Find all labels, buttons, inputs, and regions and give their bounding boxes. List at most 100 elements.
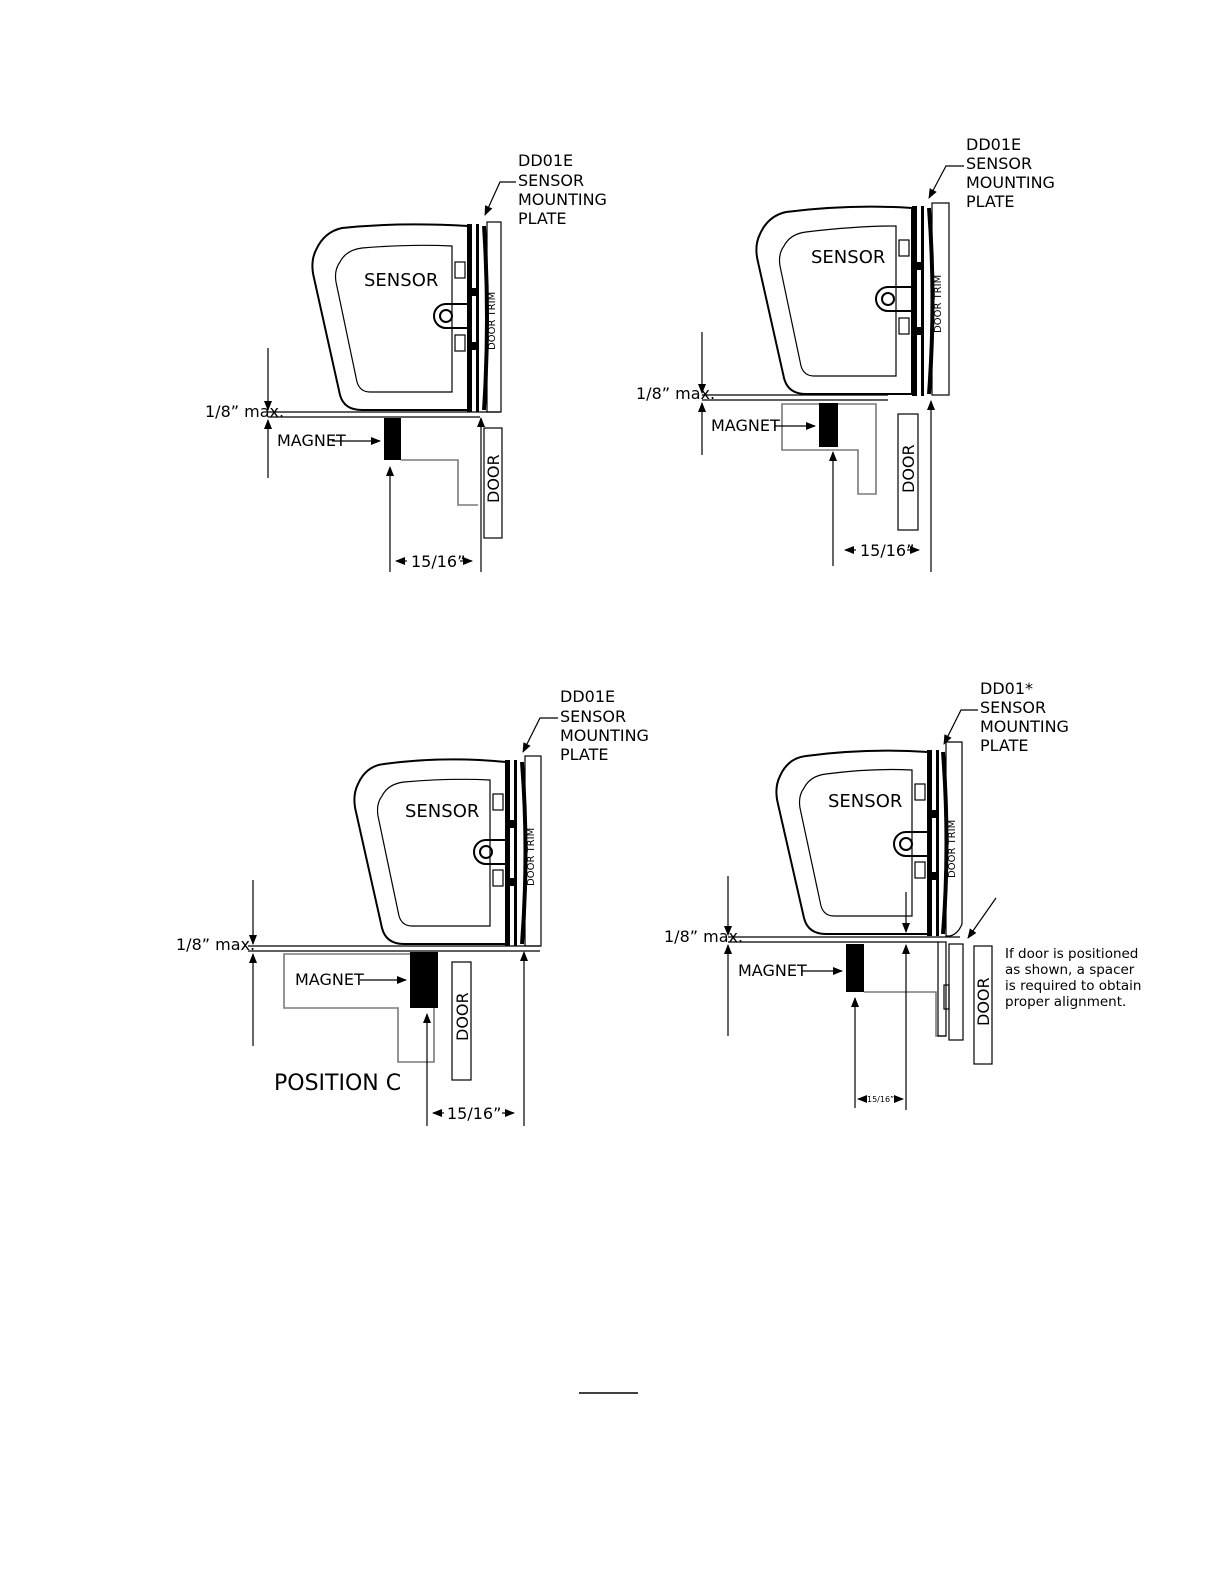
plate-label-line-2: SENSOR xyxy=(966,154,1032,173)
figure-a: DOOR TRIM SENSOR DD01E SENSOR MOUNTING P… xyxy=(205,151,607,572)
mounting-plate-tab xyxy=(916,327,922,335)
door-label: DOOR xyxy=(974,977,993,1026)
door-trim-label: DOOR TRIM xyxy=(933,275,944,333)
plate-leader-arrow xyxy=(484,181,516,216)
note-line-3: is required to obtain xyxy=(1005,978,1141,994)
spacer-callout-arrow xyxy=(967,897,997,939)
figure-b: DOOR TRIM SENSOR DD01E SENSOR MOUNTING P… xyxy=(636,135,1055,572)
magnet xyxy=(410,952,438,1008)
magnet-bracket xyxy=(401,459,478,506)
screw-hole xyxy=(479,845,493,859)
mounting-plate-tab xyxy=(509,878,515,886)
magnet xyxy=(384,418,401,460)
plate-label-line-2: SENSOR xyxy=(518,171,584,190)
sensor-housing-outline xyxy=(775,749,929,935)
plate-label-line-1: DD01E xyxy=(518,151,573,170)
mounting-plate-bar xyxy=(514,760,517,946)
dimension-label: 15/16” xyxy=(860,541,914,560)
sensor-housing-inner xyxy=(334,244,453,393)
magnet-label: MAGNET xyxy=(277,431,346,450)
latch-slot xyxy=(492,869,504,887)
gap-label: 1/8” max. xyxy=(205,402,284,421)
sensor-housing-inner xyxy=(798,768,913,917)
sensor-housing-outline xyxy=(755,205,913,395)
plate-leader-arrow xyxy=(522,717,558,753)
magnet-label: MAGNET xyxy=(711,416,780,435)
plate-label-line-4: PLATE xyxy=(966,192,1015,211)
plate-label-line-1: DD01E xyxy=(966,135,1021,154)
mounting-plate-tab xyxy=(509,820,515,828)
door-trim xyxy=(931,202,950,396)
latch-slot xyxy=(898,317,910,335)
mounting-plate-tab xyxy=(931,872,937,880)
figure-c: DOOR TRIM SENSOR DD01E SENSOR MOUNTING P… xyxy=(176,687,649,1126)
plate-label-line-3: MOUNTING xyxy=(518,190,607,209)
sensor-housing-inner xyxy=(376,778,491,927)
latch-slot xyxy=(492,793,504,811)
sensor-label: SENSOR xyxy=(405,801,479,822)
gap-label: 1/8” max. xyxy=(636,384,715,403)
door xyxy=(897,413,919,531)
note-line-2: as shown, a spacer xyxy=(1005,962,1135,978)
gap-label: 1/8” max. xyxy=(176,935,255,954)
door-label: DOOR xyxy=(453,992,472,1041)
magnet-label: MAGNET xyxy=(738,961,807,980)
latch-slot xyxy=(898,239,910,257)
door-edge xyxy=(937,941,947,1037)
mounting-plate-tab xyxy=(931,810,937,818)
screw-boss xyxy=(875,286,912,312)
mounting-plate-bar xyxy=(921,206,924,396)
sensor-label: SENSOR xyxy=(364,270,438,291)
plate-label-line-4: PLATE xyxy=(518,209,567,228)
door-panel xyxy=(948,943,964,1041)
dimension-label: 15/16” xyxy=(411,552,465,571)
door-label: DOOR xyxy=(899,444,918,493)
screw-hole xyxy=(899,837,913,851)
door xyxy=(973,945,993,1065)
plate-label-line-3: MOUNTING xyxy=(966,173,1055,192)
mounting-plate-bar xyxy=(476,224,479,412)
magnet-bracket xyxy=(781,403,877,495)
mounting-plate-bar xyxy=(912,206,917,396)
plate-label-line-1: DD01* xyxy=(980,679,1033,698)
mounting-plate-bar xyxy=(467,224,472,412)
sensor-housing-inner xyxy=(778,225,897,377)
sensor-housing-outline xyxy=(311,223,469,411)
figure-d: DOOR TRIM SENSOR DD01* SENSOR MOUNTING P… xyxy=(664,679,1141,1110)
plate-label-line-3: MOUNTING xyxy=(560,726,649,745)
sensor-label: SENSOR xyxy=(811,247,885,268)
latch-slot xyxy=(914,783,926,801)
door-trim xyxy=(945,741,963,937)
sensor-label: SENSOR xyxy=(828,791,902,812)
plate-label-line-3: MOUNTING xyxy=(980,717,1069,736)
mounting-plate-tab xyxy=(916,262,922,270)
mounting-plate-bar xyxy=(927,750,932,936)
plate-label-line-2: SENSOR xyxy=(980,698,1046,717)
magnet xyxy=(846,944,864,992)
note-line-4: proper alignment. xyxy=(1005,994,1126,1010)
plate-label-line-4: PLATE xyxy=(980,736,1029,755)
mounting-plate-bar xyxy=(505,760,510,946)
sensor-housing-outline xyxy=(353,758,507,945)
magnet xyxy=(819,403,838,447)
door-trim-label: DOOR TRIM xyxy=(947,820,958,878)
plate-label-line-1: DD01E xyxy=(560,687,615,706)
latch-slot xyxy=(454,261,466,279)
door-trim-label: DOOR TRIM xyxy=(487,292,498,350)
door-label: DOOR xyxy=(484,454,503,503)
mounting-plate-tab xyxy=(471,288,477,296)
screw-hole xyxy=(439,309,453,323)
magnet-label: MAGNET xyxy=(295,970,364,989)
door-trim-label: DOOR TRIM xyxy=(526,828,537,886)
latch-slot xyxy=(454,334,466,352)
plate-label-line-2: SENSOR xyxy=(560,707,626,726)
plate-leader-arrow xyxy=(928,165,964,199)
magnet-bracket xyxy=(864,991,946,1037)
screw-boss xyxy=(473,839,506,865)
mounting-plate-bar xyxy=(936,750,939,936)
plate-label-line-4: PLATE xyxy=(560,745,609,764)
note-line-1: If door is positioned xyxy=(1005,946,1138,962)
door xyxy=(483,427,503,539)
plate-leader-arrow xyxy=(943,709,978,745)
